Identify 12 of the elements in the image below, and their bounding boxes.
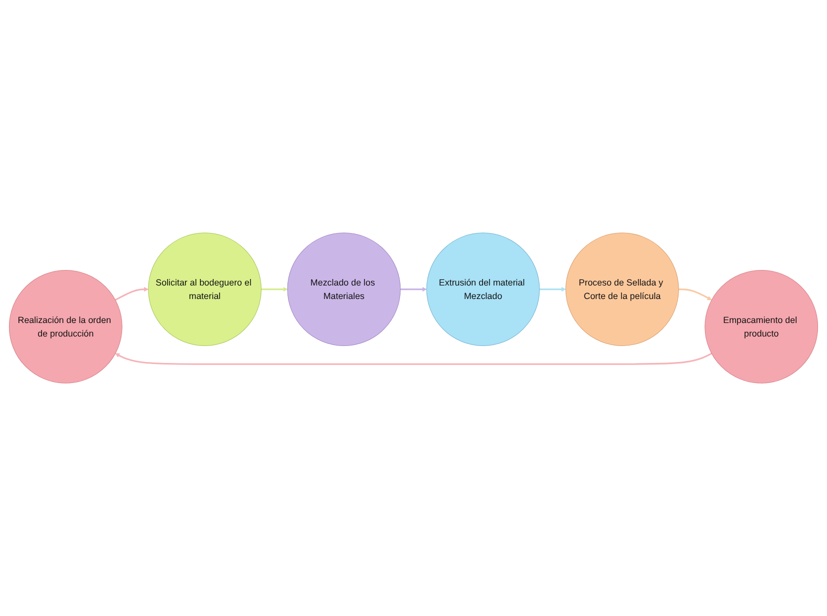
node-circle: Proceso de Sellada y Corte de la película [566, 232, 679, 346]
node-circle: Solicitar al bodeguero el material [148, 232, 262, 346]
arrow [678, 288, 712, 300]
node-circle: Extrusión del material Mezclado [426, 232, 540, 346]
arrow [540, 286, 566, 292]
node-circle: Mezclado de los Materiales [287, 232, 401, 346]
node-circle: Realización de la orden de producción [8, 270, 122, 384]
node-circle: Empacamiento del producto [704, 270, 818, 384]
arrow [261, 286, 288, 292]
arrow [115, 352, 712, 365]
arrow [400, 286, 427, 292]
arrow [114, 286, 149, 301]
